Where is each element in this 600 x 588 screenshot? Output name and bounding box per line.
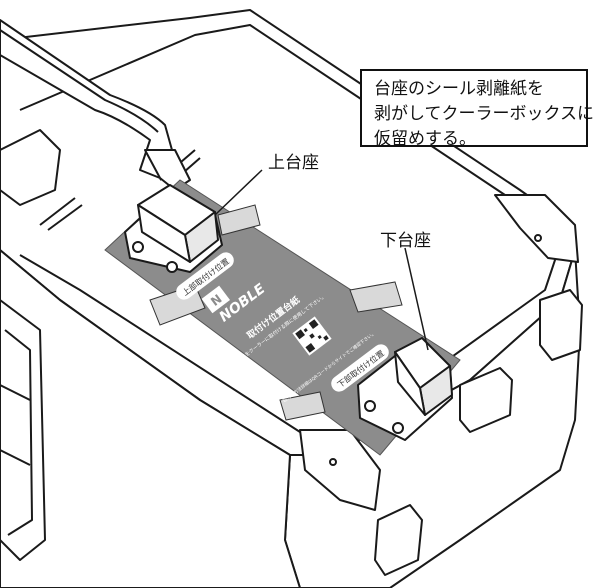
mount-screw	[364, 400, 376, 412]
tape-strip	[279, 391, 326, 421]
instruction-callout: 台座のシール剥離紙を 剥がしてクーラーボックスに 仮留めする。	[360, 69, 594, 149]
lower-mount	[357, 337, 453, 441]
corner-block-right	[494, 194, 579, 263]
callout-line-3: 仮留めする。	[374, 129, 476, 149]
lower-mount-label: 下台座	[380, 231, 431, 251]
front-latch	[374, 504, 423, 576]
latch-right-lower	[459, 367, 513, 433]
tape-strip	[349, 281, 403, 313]
mount-screw	[392, 422, 404, 434]
mount-screw	[132, 241, 144, 253]
carry-handle	[0, 19, 191, 191]
latch-right-upper	[539, 289, 583, 361]
upper-mount-label: 上台座	[268, 153, 319, 173]
leader-lower	[404, 247, 429, 351]
qr-code	[292, 316, 332, 356]
callout-line-1: 台座のシール剥離紙を	[374, 79, 544, 99]
upper-mount	[124, 184, 223, 273]
mount-screw	[166, 261, 178, 273]
left-face	[0, 249, 301, 588]
corner-block-left	[0, 129, 61, 206]
lid-rim	[19, 24, 556, 433]
tape-strip	[217, 204, 261, 236]
leader-upper	[214, 169, 263, 216]
callout-line-2: 剥がしてクーラーボックスに	[374, 104, 594, 124]
left-handle-recess	[0, 299, 46, 561]
leader-lines	[214, 169, 429, 351]
